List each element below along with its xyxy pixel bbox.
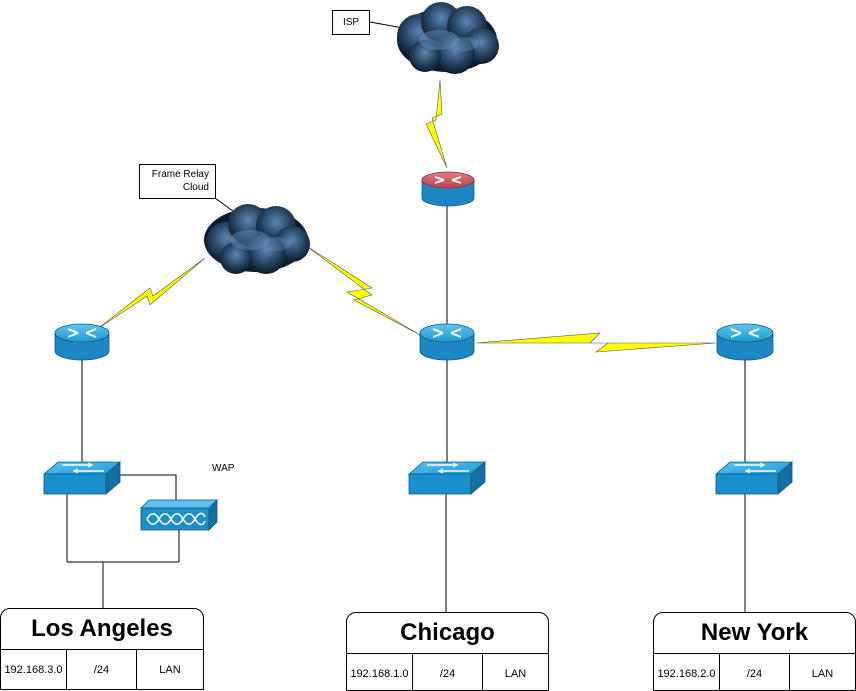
site-network-type: LAN xyxy=(811,668,834,680)
site-network-row: 192.168.2.0 /24 LAN xyxy=(654,654,855,690)
cable-la-switch-wap xyxy=(118,474,177,500)
isp-callout: ISP xyxy=(332,10,370,35)
wan-link-icon xyxy=(475,332,717,353)
site-name: Los Angeles xyxy=(1,609,203,650)
wap-label: WAP xyxy=(212,463,235,474)
site-box-new-york: New York 192.168.2.0 /24 LAN xyxy=(653,612,856,691)
wireless-access-point-icon xyxy=(140,499,218,531)
site-network-type: LAN xyxy=(159,664,181,676)
switch-icon xyxy=(42,461,122,495)
site-subnet-mask: /24 xyxy=(67,650,137,689)
isp-label: ISP xyxy=(342,17,360,28)
site-network-row: 192.168.1.0 /24 LAN xyxy=(347,654,548,690)
site-network-address: 192.168.3.0 xyxy=(1,650,67,689)
frame-relay-label-line1: Frame Relay xyxy=(151,169,209,180)
site-box-chicago: Chicago 192.168.1.0 /24 LAN xyxy=(346,612,549,691)
frame-relay-callout: Frame Relay Cloud xyxy=(139,164,216,199)
site-name: New York xyxy=(654,613,855,654)
site-network-address: 192.168.2.0 xyxy=(654,654,720,690)
site-subnet-mask: /24 xyxy=(720,654,790,690)
site-name: Chicago xyxy=(347,613,548,654)
frame-relay-label-line2: Cloud xyxy=(182,182,209,193)
router-icon xyxy=(419,323,475,361)
site-box-los-angeles: Los Angeles 192.168.3.0 /24 LAN xyxy=(0,608,204,690)
wan-link-icon xyxy=(95,257,206,331)
switch-icon xyxy=(714,461,794,495)
wan-link-icon xyxy=(304,244,421,336)
router-icon xyxy=(54,323,110,361)
switch-icon xyxy=(407,461,487,495)
site-network-address: 192.168.1.0 xyxy=(347,654,413,690)
site-subnet-mask: /24 xyxy=(413,654,483,690)
router-icon xyxy=(421,171,475,207)
wan-link-icon xyxy=(425,79,448,169)
site-network-row: 192.168.3.0 /24 LAN xyxy=(1,650,203,689)
router-icon xyxy=(716,323,774,361)
wan-links xyxy=(95,79,717,353)
site-network-type: LAN xyxy=(504,668,527,680)
cloud-icon xyxy=(397,2,499,74)
cloud-icon xyxy=(204,204,310,274)
